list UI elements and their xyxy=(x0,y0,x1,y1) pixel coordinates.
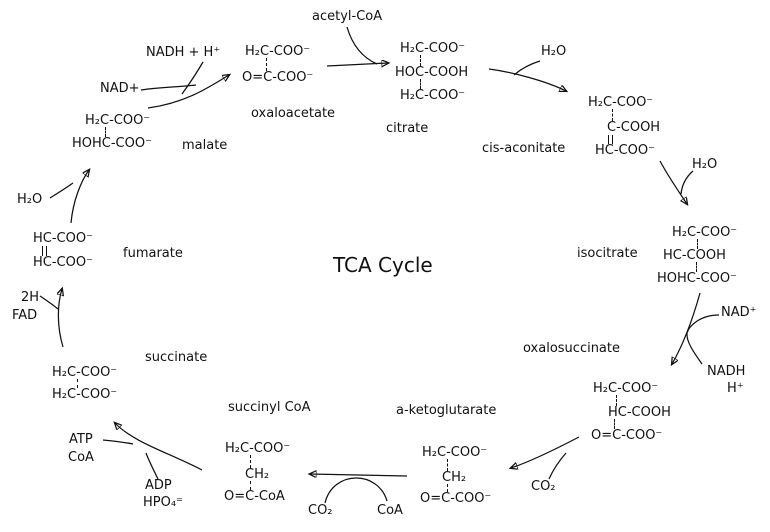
h2o-left-tick xyxy=(49,182,74,199)
succinate-formula-line-1: H₂C-COO⁻ xyxy=(52,365,118,380)
nad-plus-left-label: NAD+ xyxy=(100,81,140,96)
nadh-h-left-label: NADH + H⁺ xyxy=(146,45,221,60)
nad-plus-left-tick xyxy=(140,84,197,91)
co2-right-tick xyxy=(548,452,567,480)
arrow-malate-to-oxaloacetate xyxy=(147,75,229,109)
malate-label: malate xyxy=(182,138,228,153)
oxaloacetate-formula-line-1: H₂C-COO⁻ xyxy=(245,44,311,59)
oxaloacetate-formula-line-2: O=C-COO⁻ xyxy=(242,70,314,85)
fumarate-formula-line-1: HC-COO⁻ xyxy=(33,231,93,246)
ketoglutarate-label: a-ketoglutarate xyxy=(396,403,497,418)
co2-bottom-label: CO₂ xyxy=(308,503,333,518)
arrow-succinylcoa-to-succinate xyxy=(115,423,203,471)
succinylcoa-formula-line-3: O=C-CoA xyxy=(224,489,285,504)
cisaconitate-formula-line-3: HC-COO⁻ xyxy=(595,143,655,158)
adp-label: ADP xyxy=(145,478,172,493)
arrow-citrate-to-cisaconitate xyxy=(488,68,566,91)
isocitrate-formula-line-2: HC-COOH xyxy=(663,248,726,263)
isocitrate-formula-line-1: H₂C-COO⁻ xyxy=(672,225,738,240)
acetyl-coa-label: acetyl-CoA xyxy=(312,9,383,24)
coa-bottom-label: CoA xyxy=(377,503,403,518)
malate-formula-line-2: HOHC-COO⁻ xyxy=(72,136,152,151)
double-bond xyxy=(42,246,47,256)
nadh-right-label: NADH xyxy=(707,364,746,379)
single-bond xyxy=(250,481,251,490)
co2-right-label: CO₂ xyxy=(531,479,556,494)
arrow-ketoglutarate-to-succinylcoa xyxy=(310,474,408,476)
fumarate-formula-line-2: HC-COO⁻ xyxy=(33,255,93,270)
cisaconitate-label: cis-aconitate xyxy=(482,141,566,156)
h2o-top-tick xyxy=(513,60,541,76)
arrow-cisaconitate-to-isocitrate xyxy=(659,160,687,204)
single-bond xyxy=(614,419,615,429)
two-h-label: 2H xyxy=(21,290,40,305)
double-bond xyxy=(608,135,613,144)
arrow-fumarate-to-malate xyxy=(70,170,89,224)
succinylcoa-label: succinyl CoA xyxy=(228,400,311,415)
arrow-succinate-to-fumarate xyxy=(58,289,63,348)
nad-right-curve xyxy=(686,314,720,365)
single-bond xyxy=(696,262,697,272)
co2-coa-arch xyxy=(324,477,388,504)
diagram-title: TCA Cycle xyxy=(333,253,433,277)
adp-curve xyxy=(145,452,159,480)
cisaconitate-formula-line-2: C-COOH xyxy=(607,120,661,135)
fumarate-label: fumarate xyxy=(123,246,183,261)
h2o-right-label: H₂O xyxy=(692,157,718,172)
ketoglutarate-formula-line-1: H₂C-COO⁻ xyxy=(422,445,488,460)
cisaconitate-formula-line-1: H₂C-COO⁻ xyxy=(588,95,654,110)
nad-plus-right-label: NAD⁺ xyxy=(721,305,757,320)
citrate-formula-line-1: H₂C-COO⁻ xyxy=(400,41,466,56)
fad-tick xyxy=(39,295,59,310)
single-bond xyxy=(77,379,78,388)
coa-left-label: CoA xyxy=(68,450,94,465)
single-bond xyxy=(697,239,698,249)
succinylcoa-formula-line-2: CH₂ xyxy=(245,467,270,482)
arrow-isocitrate-to-oxalosuccinate xyxy=(672,292,701,364)
h2o-right-tick xyxy=(680,170,694,195)
single-bond xyxy=(420,79,421,89)
single-bond xyxy=(420,55,421,66)
isocitrate-formula-line-3: HOHC-COO⁻ xyxy=(657,271,737,286)
oxalosuccinate-label: oxalosuccinate xyxy=(523,341,620,356)
h2o-left-label: H₂O xyxy=(17,192,43,207)
oxalosuccinate-formula-line-3: O=C-COO⁻ xyxy=(591,428,663,443)
single-bond xyxy=(616,395,617,406)
single-bond xyxy=(250,455,251,468)
fad-label: FAD xyxy=(12,308,38,323)
single-bond xyxy=(266,58,267,71)
succinate-formula-line-2: H₂C-COO⁻ xyxy=(52,387,118,402)
arrow-oxaloacetate-to-citrate xyxy=(326,63,388,66)
atp-label: ATP xyxy=(69,432,93,447)
citrate-formula-line-3: H₂C-COO⁻ xyxy=(400,88,466,103)
acetyl-coa-curve xyxy=(346,26,378,65)
single-bond xyxy=(105,127,106,137)
atp-tick xyxy=(102,439,134,445)
succinylcoa-formula-line-1: H₂C-COO⁻ xyxy=(225,441,291,456)
isocitrate-label: isocitrate xyxy=(577,246,638,261)
ketoglutarate-formula-line-2: CH₂ xyxy=(442,470,467,485)
h2o-top-label: H₂O xyxy=(541,44,567,59)
ketoglutarate-formula-line-3: O=C-COO⁻ xyxy=(420,491,492,506)
citrate-label: citrate xyxy=(386,121,429,136)
nadh-left-branch xyxy=(181,61,204,95)
h-plus-right-label: H⁺ xyxy=(727,381,744,396)
hpo4-label: HPO₄⁼ xyxy=(143,495,183,510)
citrate-formula-line-2: HOC-COOH xyxy=(395,65,469,80)
oxalosuccinate-formula-line-1: H₂C-COO⁻ xyxy=(593,381,659,396)
oxalosuccinate-formula-line-2: HC-COOH xyxy=(608,405,671,420)
malate-formula-line-1: H₂C-COO⁻ xyxy=(85,113,151,128)
succinate-label: succinate xyxy=(145,350,208,365)
oxaloacetate-label: oxaloacetate xyxy=(251,106,336,121)
single-bond xyxy=(447,484,448,492)
single-bond xyxy=(612,109,613,121)
single-bond xyxy=(447,459,448,471)
arrow-oxalosuccinate-to-ketoglutarate xyxy=(511,436,580,468)
